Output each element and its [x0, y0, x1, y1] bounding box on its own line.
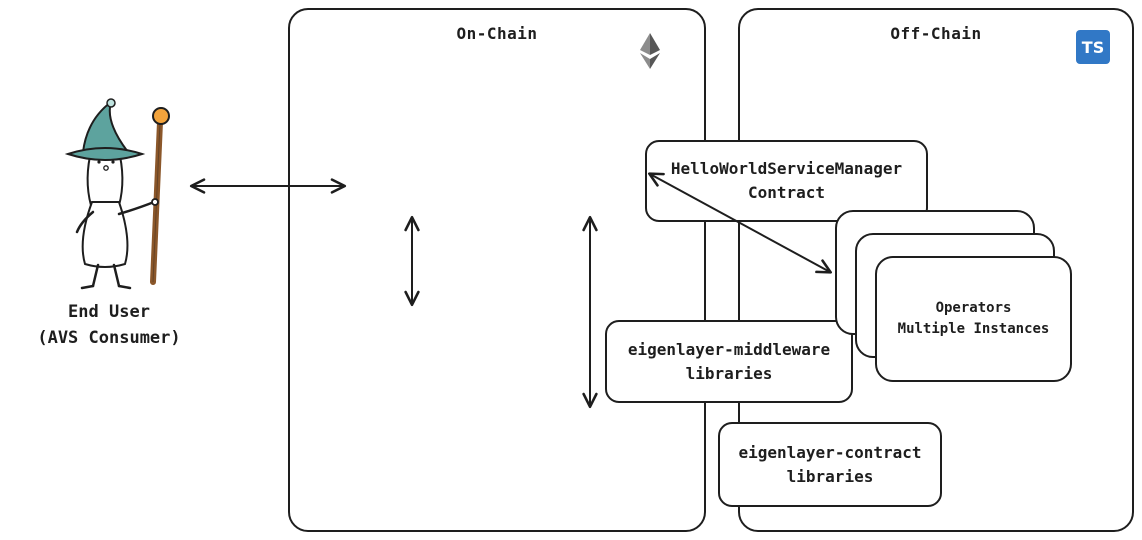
wizard-icon — [64, 98, 170, 290]
ethereum-icon — [640, 33, 660, 69]
end-user-label: End User (AVS Consumer) — [37, 302, 181, 348]
contracts-node: eigenlayer-contract libraries — [718, 422, 942, 507]
typescript-icon-text: TS — [1081, 37, 1105, 57]
operator-card-front: Operators Multiple Instances — [875, 256, 1072, 382]
middleware-node: eigenlayer-middleware libraries — [605, 320, 853, 403]
middleware-label: eigenlayer-middleware libraries — [627, 339, 831, 383]
service-manager-label: HelloWorldServiceManager Contract — [670, 159, 903, 202]
operators-label: Operators Multiple Instances — [897, 300, 1050, 337]
on-chain-title: On-Chain — [456, 24, 538, 43]
contracts-label: eigenlayer-contract libraries — [738, 442, 922, 486]
off-chain-title: Off-Chain — [890, 24, 982, 43]
on-chain-container: On-Chain HelloWorldServiceManager Contra… — [288, 8, 942, 532]
typescript-icon: TS — [1076, 30, 1110, 64]
